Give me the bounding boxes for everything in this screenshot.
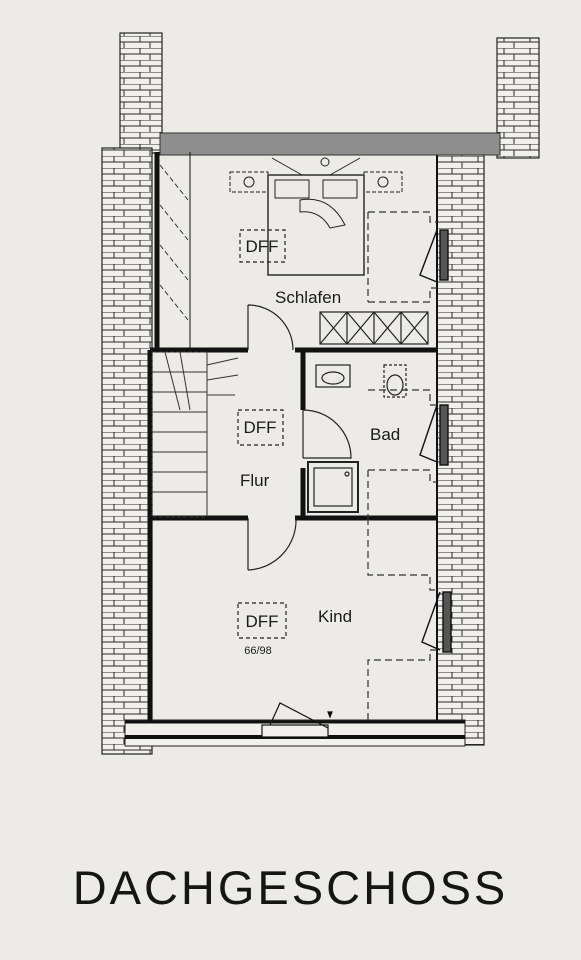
top-wall: [159, 132, 501, 156]
roof-windows: [419, 229, 452, 653]
storage-cabinets: [319, 311, 429, 345]
double-bed: [229, 157, 403, 276]
skylight-label-flur: DFF: [243, 418, 276, 437]
bathroom-door: [302, 409, 352, 459]
skylight-frames: [237, 229, 287, 639]
bottom-window: [261, 702, 333, 738]
kid-slope-lines: [367, 518, 437, 720]
bath-slope-lines: [367, 389, 437, 518]
wardrobe: [159, 164, 189, 321]
bedroom-door: [247, 304, 294, 351]
room-label-kind: Kind: [318, 607, 352, 626]
bedroom-slope-lines: [367, 211, 437, 303]
room-label-bad: Bad: [370, 425, 400, 444]
floor-title: DACHGESCHOSS: [72, 861, 509, 914]
bathroom-fixtures: [307, 364, 407, 513]
dimension-note: 66/98: [244, 645, 272, 657]
room-label-schlafen: Schlafen: [275, 288, 341, 307]
kid-room-door: [247, 517, 297, 571]
left-chimney: [119, 32, 163, 154]
skylight-label-schlafen: DFF: [245, 237, 278, 256]
room-label-flur: Flur: [240, 471, 270, 490]
right-chimney: [496, 37, 540, 159]
interior-walls: [147, 152, 438, 722]
staircase: [151, 351, 239, 518]
skylight-label-kind: DFF: [245, 612, 278, 631]
left-brick-wall: [101, 147, 153, 755]
